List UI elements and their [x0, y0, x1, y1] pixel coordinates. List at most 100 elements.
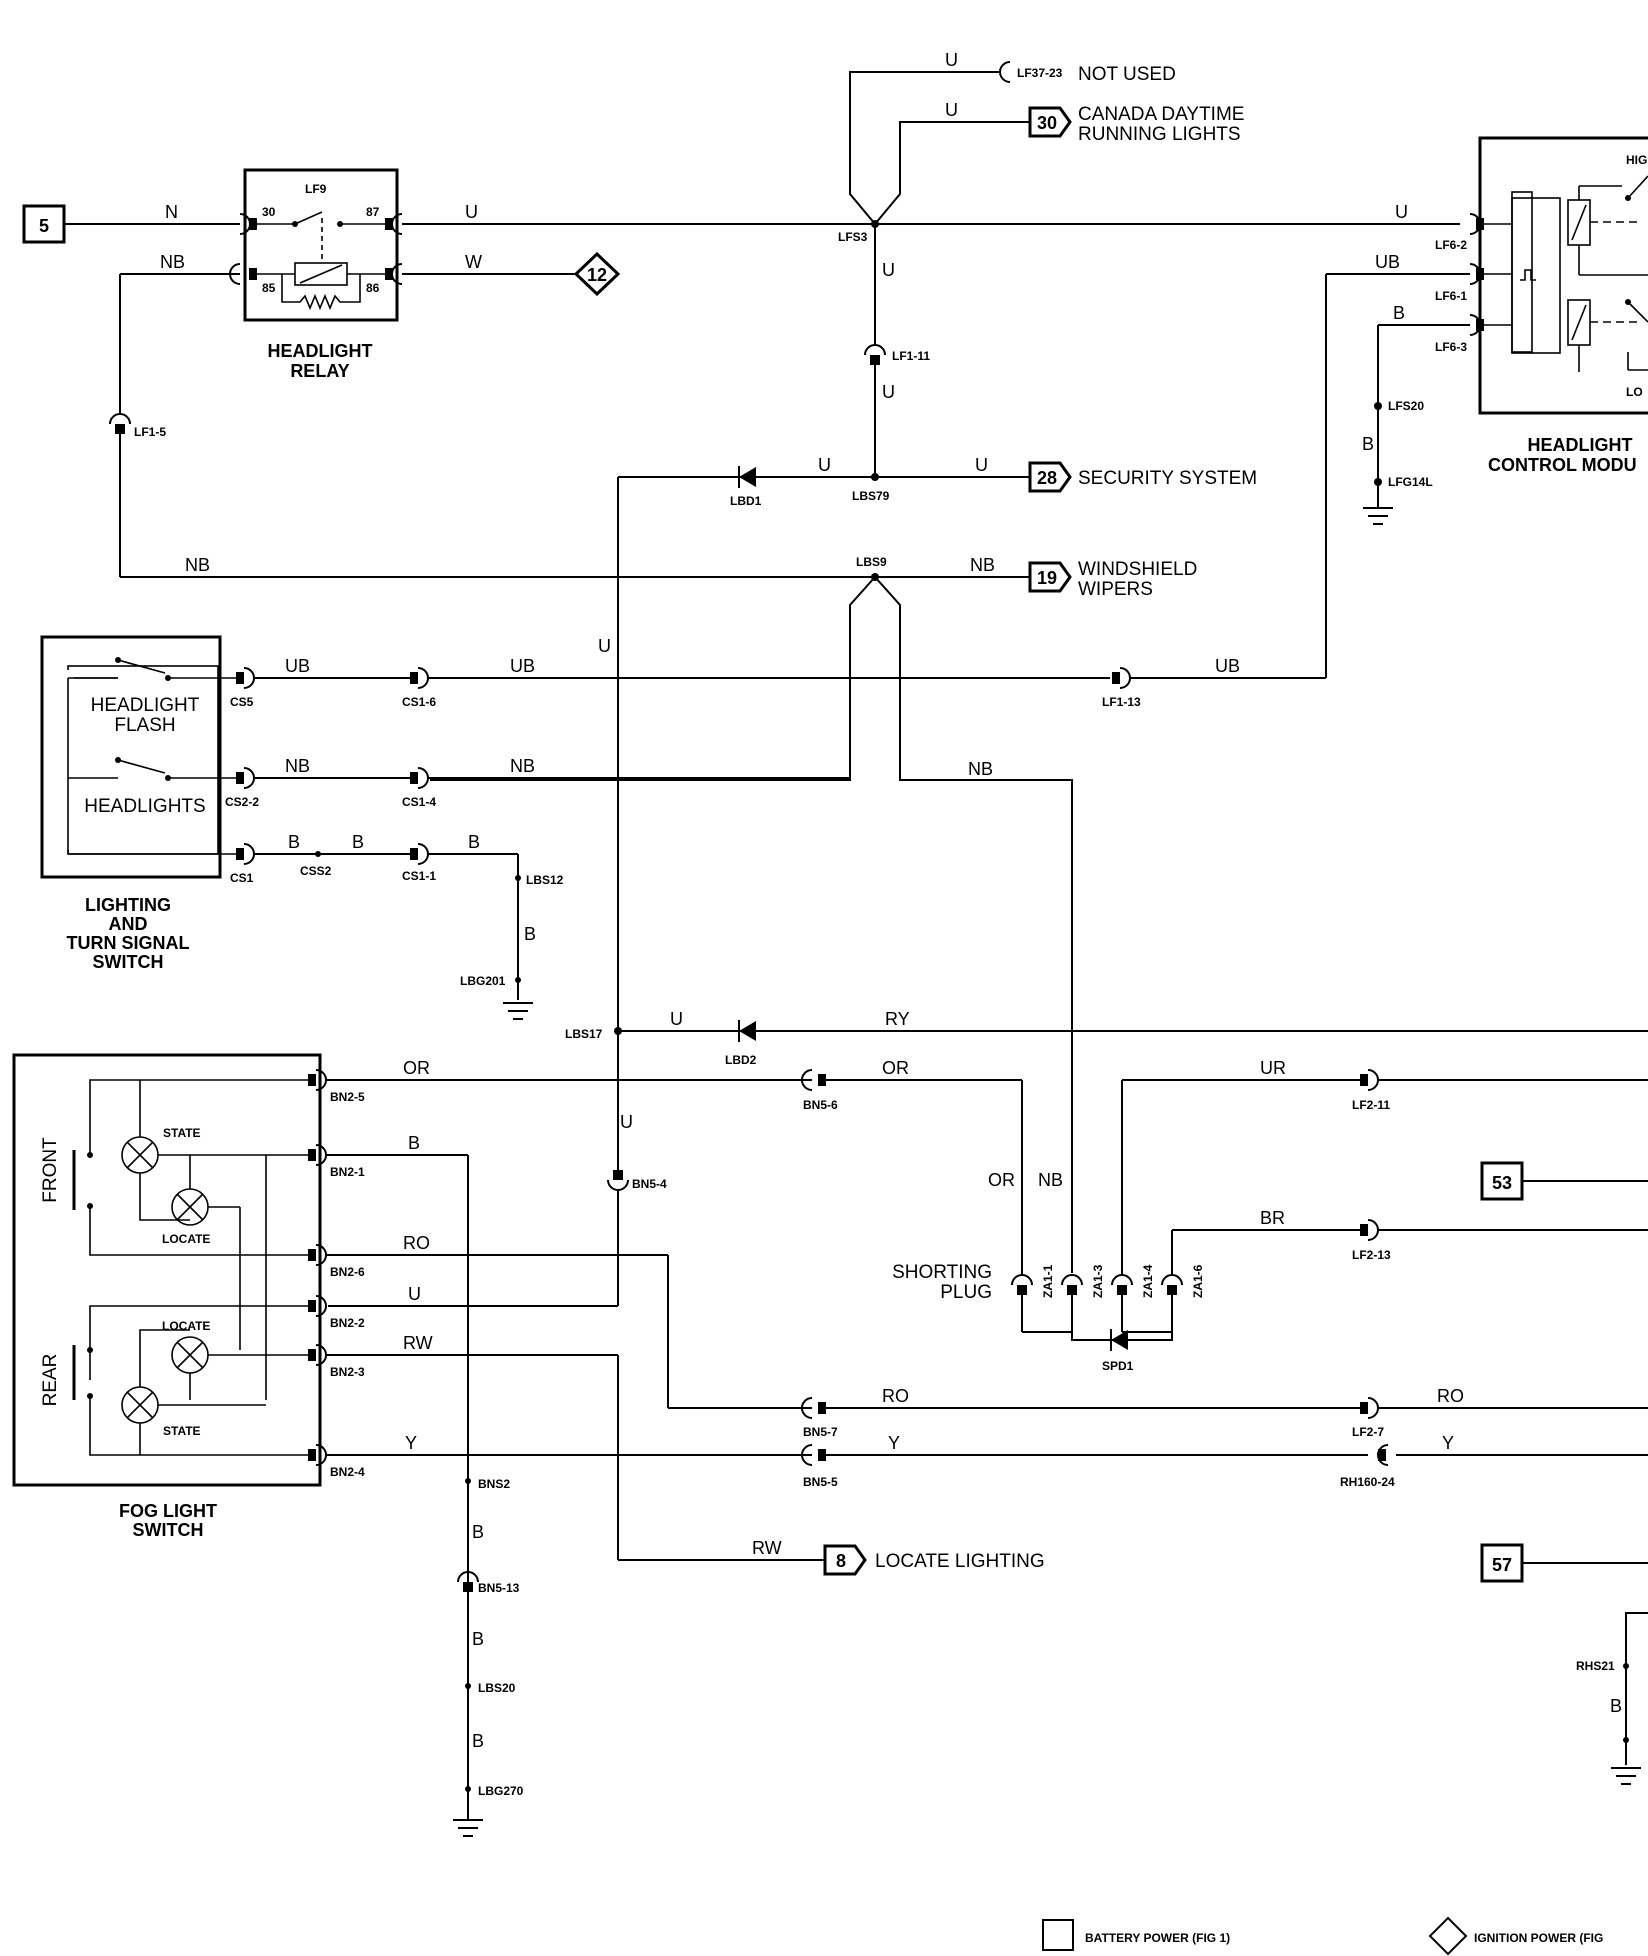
svg-text:STATE: STATE [163, 1126, 201, 1140]
svg-text:UR: UR [1260, 1058, 1286, 1078]
svg-text:BN5-4: BN5-4 [632, 1177, 667, 1191]
svg-text:ZA1-6: ZA1-6 [1191, 1264, 1205, 1298]
svg-text:UB: UB [285, 656, 310, 676]
svg-text:UB: UB [1215, 656, 1240, 676]
svg-text:LFS3: LFS3 [838, 230, 868, 244]
svg-text:HIG: HIG [1626, 153, 1647, 167]
svg-text:19: 19 [1037, 568, 1057, 588]
svg-text:BN2-6: BN2-6 [330, 1265, 365, 1279]
svg-text:LBS79: LBS79 [852, 489, 890, 503]
svg-text:LF6-2: LF6-2 [1435, 238, 1467, 252]
svg-text:RO: RO [1437, 1386, 1464, 1406]
dest-locate: LOCATE LIGHTING [875, 1551, 1045, 1572]
ref-arrow-28: 28 [1028, 461, 1072, 493]
svg-text:BN2-2: BN2-2 [330, 1316, 365, 1330]
svg-text:LIGHTING: LIGHTING [85, 895, 171, 915]
svg-text:LOCATE: LOCATE [162, 1319, 210, 1333]
svg-text:BR: BR [1260, 1208, 1285, 1228]
svg-text:LF6-3: LF6-3 [1435, 340, 1467, 354]
ref-box-57: 57 [1480, 1543, 1524, 1583]
svg-text:CS1-4: CS1-4 [402, 795, 436, 809]
battery-power-legend-box [1042, 1919, 1074, 1951]
svg-text:B: B [1610, 1696, 1622, 1716]
svg-text:OR: OR [403, 1058, 430, 1078]
svg-text:BN2-1: BN2-1 [330, 1165, 365, 1179]
svg-text:LF2-11: LF2-11 [1352, 1098, 1390, 1112]
svg-text:30: 30 [1037, 113, 1057, 133]
dest-wipers-2: WIPERS [1078, 579, 1153, 600]
svg-text:LFG14L: LFG14L [1388, 475, 1433, 489]
svg-text:STATE: STATE [163, 1424, 201, 1438]
ref-arrow-8: 8 [823, 1544, 867, 1576]
svg-text:B: B [408, 1133, 420, 1153]
svg-text:U: U [620, 1112, 633, 1132]
svg-text:BN5-5: BN5-5 [803, 1475, 838, 1489]
svg-text:AND: AND [109, 914, 148, 934]
svg-text:LFS20: LFS20 [1388, 399, 1424, 413]
svg-text:LBS17: LBS17 [565, 1027, 603, 1041]
pin-86: 86 [366, 281, 380, 295]
svg-text:U: U [945, 100, 958, 120]
svg-text:LF2-7: LF2-7 [1352, 1425, 1384, 1439]
svg-text:RHS21: RHS21 [1576, 1659, 1615, 1673]
ignition-power-legend-diamond [1428, 1916, 1468, 1956]
svg-text:U: U [670, 1009, 683, 1029]
svg-text:LBG270: LBG270 [478, 1784, 524, 1798]
svg-text:U: U [1395, 202, 1408, 222]
connector-label-LF9: LF9 [305, 182, 327, 196]
svg-text:U: U [818, 455, 831, 475]
headlight-relay: LF9 30 87 85 86 HEADLIGHT RELAY [243, 168, 399, 381]
ref-box-5: 5 [22, 204, 66, 244]
svg-text:LF1-13: LF1-13 [1102, 695, 1141, 709]
svg-text:FLASH: FLASH [114, 715, 175, 736]
svg-text:U: U [975, 455, 988, 475]
svg-text:BN2-4: BN2-4 [330, 1465, 365, 1479]
svg-text:B: B [352, 832, 364, 852]
svg-text:Y: Y [1442, 1433, 1454, 1453]
legend: BATTERY POWER (FIG 1) IGNITION POWER (FI… [1042, 1916, 1603, 1956]
svg-text:ZA1-1: ZA1-1 [1041, 1264, 1055, 1298]
svg-text:28: 28 [1037, 468, 1057, 488]
svg-text:NB: NB [968, 759, 993, 779]
fog-pins [308, 1069, 327, 1466]
svg-text:CS2-2: CS2-2 [225, 795, 259, 809]
relay-box [243, 168, 399, 322]
svg-text:BN5-13: BN5-13 [478, 1581, 520, 1595]
svg-text:RW: RW [403, 1333, 433, 1353]
svg-text:LBS12: LBS12 [526, 873, 564, 887]
svg-text:SPD1: SPD1 [1102, 1359, 1134, 1373]
svg-text:HEADLIGHTS: HEADLIGHTS [84, 796, 205, 817]
legend-ignition: IGNITION POWER (FIG [1474, 1931, 1603, 1945]
svg-text:RY: RY [885, 1009, 910, 1029]
svg-text:Y: Y [405, 1433, 417, 1453]
svg-text:BNS2: BNS2 [478, 1477, 510, 1491]
ground-symbol [453, 1819, 483, 1837]
svg-text:PLUG: PLUG [940, 1282, 992, 1303]
svg-text:LBD1: LBD1 [730, 494, 762, 508]
svg-text:HEADLIGHT: HEADLIGHT [1528, 435, 1633, 455]
pin-87: 87 [366, 205, 380, 219]
dest-canada-2: RUNNING LIGHTS [1078, 124, 1241, 145]
svg-text:8: 8 [836, 1551, 846, 1571]
svg-text:ZA1-3: ZA1-3 [1091, 1264, 1105, 1298]
ground-symbol [1363, 500, 1393, 525]
svg-text:B: B [1393, 303, 1405, 323]
svg-text:OR: OR [988, 1170, 1015, 1190]
ground-symbol [1611, 1767, 1641, 1785]
shorting-plug: ZA1-1 ZA1-3 ZA1-4 ZA1-6 SHORTING PLUG [892, 1262, 1205, 1338]
svg-text:SWITCH: SWITCH [133, 1520, 204, 1540]
legend-battery: BATTERY POWER (FIG 1) [1085, 1931, 1230, 1945]
svg-text:NB: NB [285, 756, 310, 776]
svg-text:LBD2: LBD2 [725, 1053, 757, 1067]
svg-text:B: B [288, 832, 300, 852]
svg-text:U: U [408, 1284, 421, 1304]
svg-text:LBS20: LBS20 [478, 1681, 516, 1695]
svg-text:5: 5 [39, 216, 49, 236]
svg-text:U: U [945, 50, 958, 70]
svg-text:RO: RO [882, 1386, 909, 1406]
front-label: FRONT [40, 1137, 61, 1203]
svg-text:LF2-13: LF2-13 [1352, 1248, 1391, 1262]
svg-text:BN5-6: BN5-6 [803, 1098, 838, 1112]
diode-LBD1 [738, 466, 756, 488]
svg-text:CONTROL MODU: CONTROL MODU [1488, 455, 1637, 475]
